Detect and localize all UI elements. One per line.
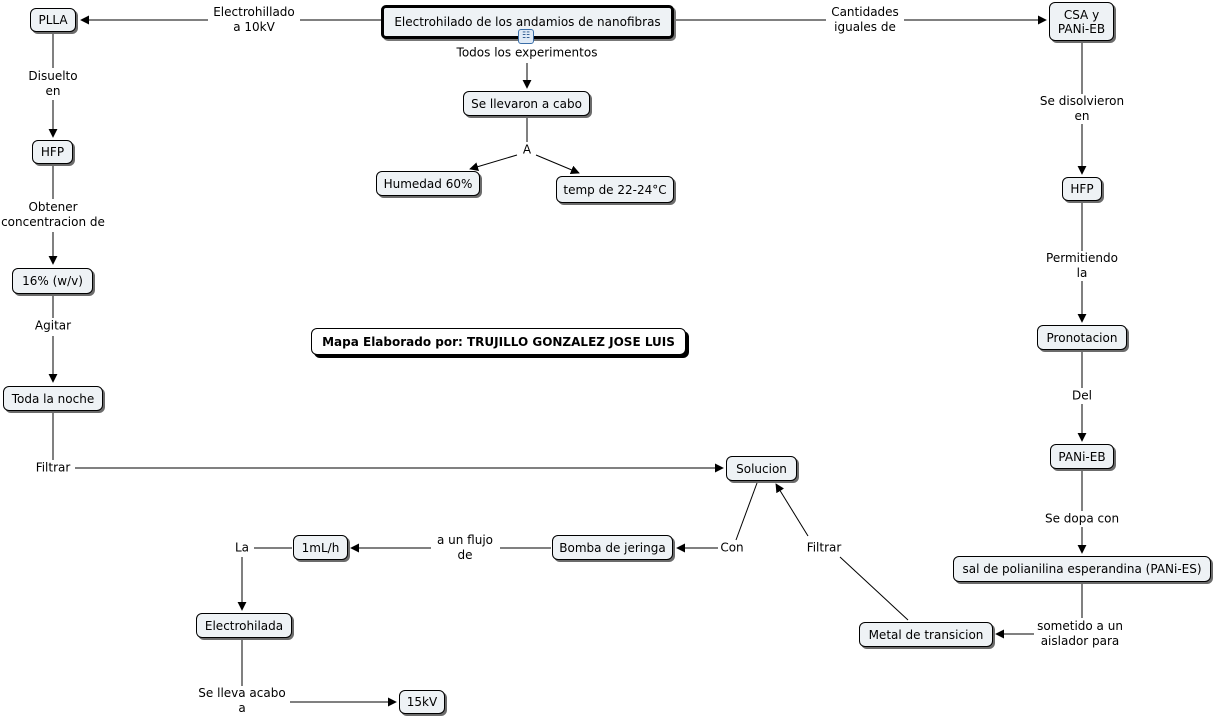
node-se-llevaron-label: Se llevaron a cabo	[471, 96, 582, 111]
node-toda-la-noche-label: Toda la noche	[11, 391, 95, 406]
link-la[interactable]: La	[233, 540, 251, 556]
link-disuelto-en[interactable]: Disuelto en	[27, 69, 79, 99]
link-a[interactable]: A	[521, 142, 533, 158]
root-concept-label: Electrohilado de los andamios de nanofib…	[394, 15, 661, 29]
node-metal-label: Metal de transicion	[868, 627, 984, 642]
node-humedad-label: Humedad 60%	[383, 176, 473, 191]
node-electrohilada[interactable]: Electrohilada	[196, 613, 292, 638]
node-pronotacion[interactable]: Pronotacion	[1037, 325, 1127, 350]
node-15kv[interactable]: 15kV	[399, 690, 445, 714]
node-pronotacion-label: Pronotacion	[1046, 330, 1118, 345]
node-hfp-left-label: HFP	[40, 145, 65, 159]
node-electrohilada-label: Electrohilada	[204, 618, 284, 633]
link-sometido-aislador[interactable]: sometido a un aislador para	[1036, 619, 1124, 649]
link-del[interactable]: Del	[1071, 388, 1093, 404]
link-electrohillado[interactable]: Electrohillado a 10kV	[212, 5, 296, 35]
concept-map-icon[interactable]: ☷	[518, 29, 534, 44]
node-sal-label: sal de polianilina esperandina (PANi-ES)	[962, 562, 1202, 576]
link-con[interactable]: Con	[719, 540, 745, 556]
node-plla-label: PLLA	[38, 13, 68, 27]
link-a-un-flujo-de[interactable]: a un flujo de	[435, 533, 495, 563]
node-concentration-label: 16% (w/v)	[22, 274, 83, 288]
node-metal-de-transicion[interactable]: Metal de transicion	[859, 622, 993, 647]
node-sal-polianilina[interactable]: sal de polianilina esperandina (PANi-ES)	[953, 556, 1211, 582]
node-csa-label-1: CSA y	[1063, 7, 1100, 22]
node-pani-eb-label: PANi-EB	[1058, 449, 1106, 464]
node-csa-pani-eb[interactable]: CSA y PANi-EB	[1049, 2, 1114, 41]
node-temp-label: temp de 22-24°C	[563, 182, 667, 197]
node-hfp-right-label: HFP	[1070, 182, 1094, 196]
node-15kv-label: 15kV	[406, 695, 438, 709]
node-flujo-label: 1mL/h	[301, 540, 340, 555]
node-flujo[interactable]: 1mL/h	[293, 535, 348, 560]
link-agitar[interactable]: Agitar	[33, 318, 73, 334]
node-bomba-label: Bomba de jeringa	[559, 540, 666, 555]
node-plla[interactable]: PLLA	[30, 8, 76, 32]
link-obtener-concentracion[interactable]: Obtener concentracion de	[0, 200, 106, 230]
node-humedad[interactable]: Humedad 60%	[376, 171, 480, 196]
link-todos-los-experimentos[interactable]: Todos los experimentos	[455, 45, 599, 61]
node-csa-label-2: PANi-EB	[1057, 21, 1106, 36]
node-toda-la-noche[interactable]: Toda la noche	[3, 386, 103, 411]
node-solucion-label: Solucion	[736, 461, 787, 476]
link-filtrar-right[interactable]: Filtrar	[805, 540, 843, 556]
author-credit-label: Mapa Elaborado por: TRUJILLO GONZALEZ JO…	[322, 334, 675, 349]
node-solucion[interactable]: Solucion	[726, 456, 797, 481]
link-se-lleva-acabo-a[interactable]: Se lleva acabo a	[197, 686, 287, 716]
node-temp[interactable]: temp de 22-24°C	[556, 176, 674, 203]
node-pani-eb[interactable]: PANi-EB	[1050, 444, 1114, 469]
node-hfp-right[interactable]: HFP	[1062, 177, 1102, 201]
node-bomba-de-jeringa[interactable]: Bomba de jeringa	[552, 535, 673, 560]
link-cantidades-iguales[interactable]: Cantidades iguales de	[830, 5, 900, 35]
link-se-dopa-con[interactable]: Se dopa con	[1043, 511, 1121, 527]
link-filtrar-left[interactable]: Filtrar	[34, 460, 72, 476]
author-credit: Mapa Elaborado por: TRUJILLO GONZALEZ JO…	[311, 328, 686, 355]
node-se-llevaron-a-cabo[interactable]: Se llevaron a cabo	[463, 91, 590, 116]
link-se-disolvieron-en[interactable]: Se disolvieron en	[1038, 94, 1126, 124]
link-permitiendo-la[interactable]: Permitiendo la	[1045, 251, 1119, 281]
node-concentration[interactable]: 16% (w/v)	[12, 268, 93, 294]
node-hfp-left[interactable]: HFP	[32, 140, 73, 164]
